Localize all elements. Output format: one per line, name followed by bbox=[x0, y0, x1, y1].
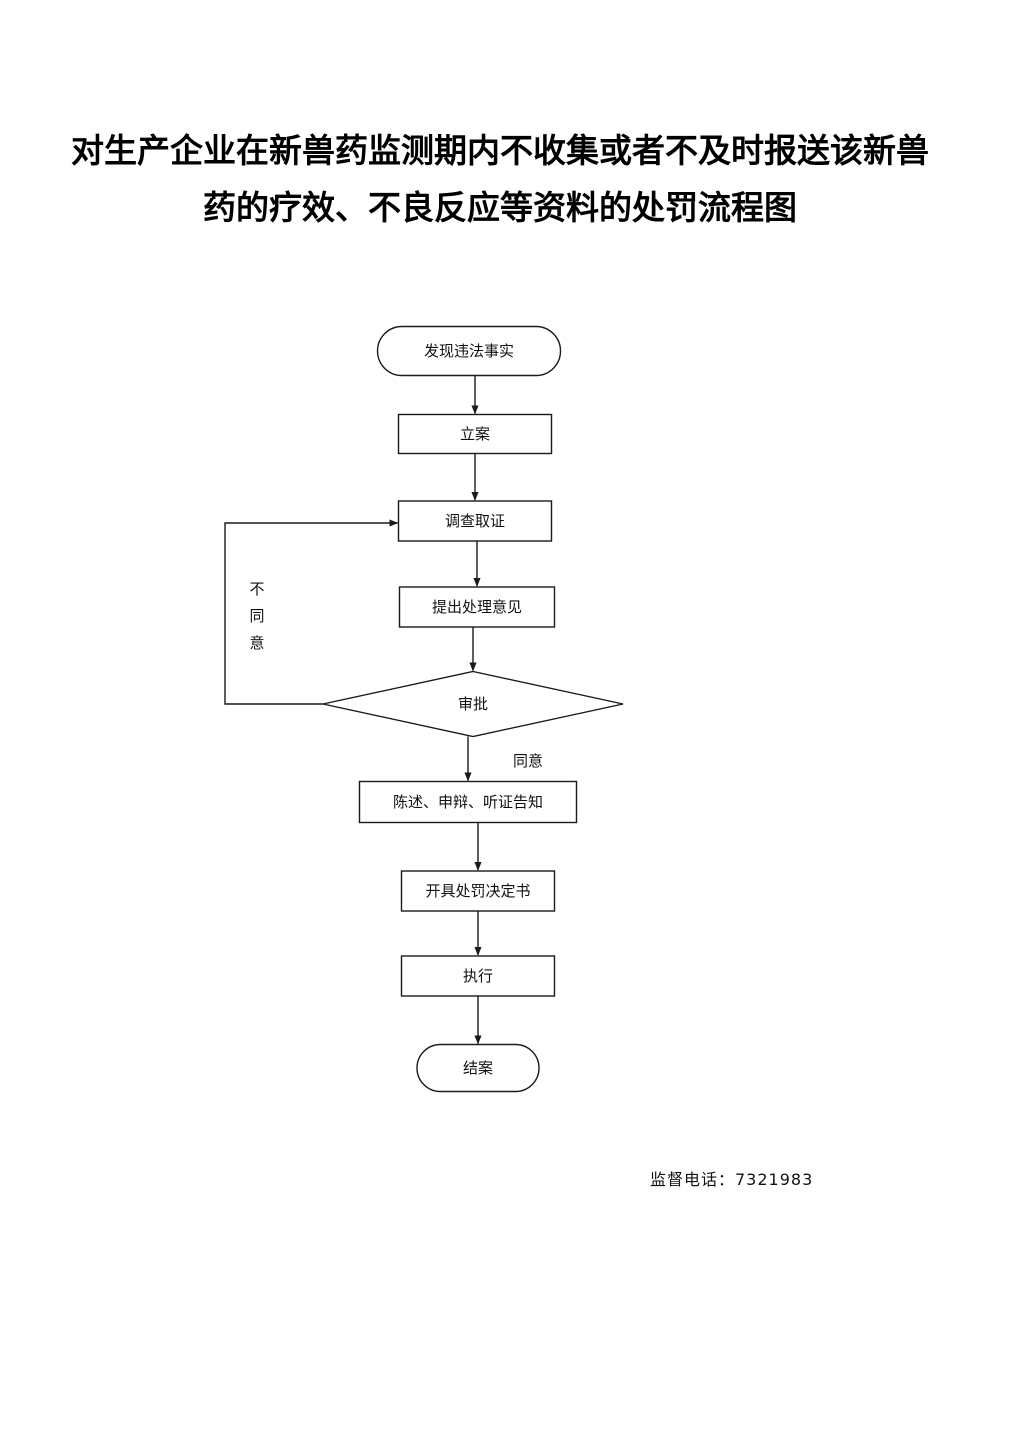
edge-line-approve-investigate bbox=[224, 519, 399, 705]
node-decision: 开具处罚决定书 bbox=[400, 870, 556, 912]
node-label-execute: 执行 bbox=[463, 967, 493, 985]
node-label-discover: 发现违法事实 bbox=[424, 342, 514, 360]
node-shape-discover bbox=[376, 325, 562, 377]
node-register: 立案 bbox=[397, 413, 553, 455]
node-shape-approve bbox=[322, 670, 624, 738]
node-shape-investigate bbox=[397, 500, 553, 542]
nodes-layer: 发现违法事实立案调查取证提出处理意见审批陈述、申辩、听证告知开具处罚决定书执行结… bbox=[322, 325, 624, 1093]
page-title-line-2: 药的疗效、不良反应等资料的处罚流程图 bbox=[203, 188, 797, 227]
node-label-opinion: 提出处理意见 bbox=[432, 598, 522, 616]
node-label-investigate: 调查取证 bbox=[445, 512, 505, 530]
node-opinion: 提出处理意见 bbox=[398, 586, 556, 628]
node-shape-decision bbox=[400, 870, 556, 912]
node-label-approve: 审批 bbox=[458, 695, 488, 713]
node-shape-execute bbox=[400, 955, 556, 997]
node-label-decision: 开具处罚决定书 bbox=[425, 882, 530, 900]
page-title-line-1: 对生产企业在新兽药监测期内不收集或者不及时报送该新兽 bbox=[71, 131, 929, 170]
node-approve: 审批 bbox=[322, 670, 624, 738]
node-label-register: 立案 bbox=[460, 425, 490, 443]
node-notify: 陈述、申辩、听证告知 bbox=[358, 780, 578, 824]
node-investigate: 调查取证 bbox=[397, 500, 553, 542]
edge-approve-investigate: 不同意 bbox=[224, 519, 399, 705]
node-execute: 执行 bbox=[400, 955, 556, 997]
node-label-notify: 陈述、申辩、听证告知 bbox=[393, 793, 543, 811]
edge-approve-notify: 同意 bbox=[464, 736, 543, 782]
node-label-close: 结案 bbox=[463, 1059, 493, 1077]
node-shape-close bbox=[416, 1043, 540, 1093]
node-close: 结案 bbox=[416, 1043, 540, 1093]
edge-label-approve-notify: 同意 bbox=[513, 752, 543, 770]
node-shape-notify bbox=[358, 780, 578, 824]
node-discover: 发现违法事实 bbox=[376, 325, 562, 377]
edge-label-char-approve-investigate: 同 bbox=[249, 607, 264, 625]
node-shape-opinion bbox=[398, 586, 556, 628]
edge-label-char-approve-investigate: 意 bbox=[249, 634, 264, 652]
edge-label-char-approve-investigate: 不 bbox=[249, 580, 264, 598]
node-shape-register bbox=[397, 413, 553, 455]
hotline-text: 监督电话：7321983 bbox=[650, 1170, 814, 1189]
